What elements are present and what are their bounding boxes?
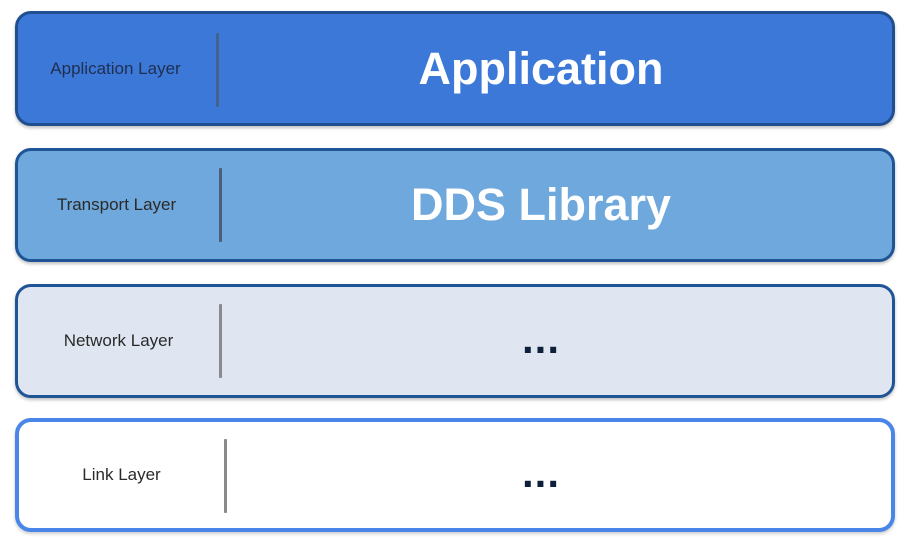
layer-label-link: Link Layer xyxy=(82,465,161,484)
application-layer-box: Application Layer Application xyxy=(15,11,895,126)
ellipsis: ... xyxy=(521,449,560,496)
divider xyxy=(219,304,222,378)
layer-content-transport: DDS Library xyxy=(410,179,672,230)
layer-label-network: Network Layer xyxy=(63,331,174,350)
divider xyxy=(224,439,227,513)
ellipsis: ... xyxy=(521,315,560,362)
link-layer-box: Link Layer ... xyxy=(15,418,895,532)
layer-content-network: ... xyxy=(190,287,892,395)
layer-content-link: ... xyxy=(191,422,891,528)
transport-layer-box: Transport Layer DDS Library xyxy=(15,148,895,262)
layer-label-transport: Transport Layer xyxy=(56,195,177,214)
network-layer-box: Network Layer ... xyxy=(15,284,895,398)
divider xyxy=(216,33,219,107)
divider xyxy=(219,168,222,242)
layer-content-application: Application xyxy=(418,42,664,94)
layer-label-application: Application Layer xyxy=(50,58,181,78)
